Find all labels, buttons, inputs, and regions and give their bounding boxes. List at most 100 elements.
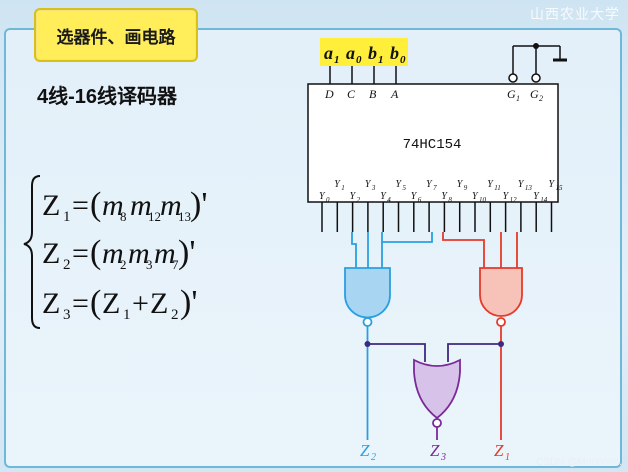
- eq2-lhs-sub: 2: [63, 257, 71, 273]
- output-pin-label-y11: Y: [487, 179, 494, 190]
- output-pin-label-y12: Y: [503, 191, 510, 202]
- left-brace: [23, 175, 41, 329]
- var-a1-sub: 1: [334, 54, 340, 66]
- pin-label-d: D: [324, 87, 334, 101]
- output-label-z1-sub: 1: [505, 452, 510, 463]
- output-pin-sub-y10: 10: [479, 196, 487, 204]
- nor-input-wires: [367, 343, 501, 362]
- output-pin-label-y10: Y: [472, 191, 479, 202]
- var-b1: b: [368, 43, 377, 63]
- output-label-z2: Z: [360, 441, 370, 460]
- eq1-lhs: Z: [42, 189, 60, 222]
- eq1-m2-sub: 12: [148, 209, 161, 224]
- output-pin-sub-y15: 15: [556, 184, 564, 192]
- eq1-m2: m: [130, 189, 152, 222]
- eq2-m3: m: [154, 237, 176, 270]
- z1-input-wires: [442, 232, 518, 268]
- eq2-m2: m: [128, 237, 150, 270]
- output-pin-sub-y6: 6: [418, 196, 422, 204]
- output-pin-sub-y13: 13: [525, 184, 533, 192]
- output-pin-label-y1: Y: [334, 179, 341, 190]
- eq3-z1: Z: [102, 287, 120, 320]
- output-pin-label-y6: Y: [411, 191, 418, 202]
- output-pin-sub-y8: 8: [448, 196, 452, 204]
- nor-gate-z3: [413, 358, 461, 428]
- input-variables: a 1 a 0 b 1 b 0: [324, 43, 406, 66]
- output-pin-sub-y9: 9: [464, 184, 468, 192]
- output-pin-sub-y1: 1: [341, 184, 345, 192]
- var-b0: b: [390, 43, 399, 63]
- eq3-z1-sub: 1: [123, 307, 131, 323]
- output-pin-sub-y4: 4: [387, 196, 391, 204]
- output-pin-label-y9: Y: [457, 179, 464, 190]
- eq2-m2-sub: 3: [146, 257, 153, 272]
- eq1-lhs-sub: 1: [63, 209, 71, 225]
- output-pin-sub-y3: 3: [371, 184, 376, 192]
- chip-input-labels: D C B A G 1 G 2: [324, 87, 543, 103]
- pin-label-g2: G: [530, 87, 539, 101]
- pin-label-b: B: [369, 87, 377, 101]
- output-pin-sub-y14: 14: [540, 196, 548, 204]
- eq1-m3: m: [160, 189, 182, 222]
- eq3-lhs: Z: [42, 287, 60, 320]
- output-label-z3-sub: 3: [440, 452, 446, 463]
- junction-dot-left: [364, 341, 371, 347]
- eq1-m1: m: [102, 189, 124, 222]
- eq2-lhs: Z: [42, 237, 60, 270]
- var-a0-sub: 0: [356, 54, 362, 66]
- output-pin-label-y13: Y: [518, 179, 525, 190]
- pin-label-g1-sub: 1: [516, 94, 520, 103]
- eq3-z2-sub: 2: [171, 307, 179, 323]
- output-pin-label-y0: Y: [319, 191, 326, 202]
- page-subtitle: 4线-16线译码器: [37, 86, 178, 108]
- output-pin-label-y7: Y: [426, 179, 433, 190]
- watermark: CSDN @Moonnnn.: [536, 457, 622, 468]
- output-pin-label-y4: Y: [380, 191, 387, 202]
- pin-label-g1: G: [507, 87, 516, 101]
- eq1-m3-sub: 13: [178, 209, 191, 224]
- eq2-m3-sub: 7: [172, 257, 179, 272]
- output-label-z3: Z: [430, 441, 440, 460]
- output-label-z2-sub: 2: [371, 452, 376, 463]
- eq3-equals: =: [72, 287, 89, 320]
- eq1-m1-sub: 8: [120, 209, 127, 224]
- pin-label-g2-sub: 2: [539, 94, 543, 103]
- eq2-open-paren: (: [90, 234, 101, 271]
- input-pins: [329, 66, 397, 84]
- output-pin-label-y14: Y: [533, 191, 540, 202]
- eq2-close-paren: )': [178, 234, 195, 271]
- eq2-equals: =: [72, 237, 89, 270]
- var-b1-sub: 1: [378, 54, 384, 66]
- output-pin-sub-y11: 11: [494, 184, 500, 192]
- variable-highlight: [320, 38, 408, 66]
- nand-gate-z2: [344, 267, 391, 327]
- var-a1: a: [324, 43, 333, 63]
- section-title: 选器件、画电路: [34, 8, 198, 62]
- eq3-lhs-sub: 3: [63, 307, 71, 323]
- chip-output-pins: [321, 202, 553, 232]
- output-pin-sub-y7: 7: [433, 184, 437, 192]
- chip-name: 74HC154: [403, 137, 462, 153]
- output-pin-sub-y5: 5: [403, 184, 407, 192]
- eq1-close-paren: )': [190, 186, 207, 223]
- output-labels: Z 2 Z 3 Z 1: [360, 441, 510, 463]
- equations: Z 1 = ( m 8 m 12 m 13 )' Z 2 = ( m 2 m 3…: [23, 175, 207, 329]
- output-pin-label-y15: Y: [549, 179, 556, 190]
- nand-gate-z1: [479, 267, 523, 327]
- junction-dot: [533, 43, 539, 49]
- equation-z2: Z 2 = ( m 2 m 3 m 7 )': [42, 234, 195, 273]
- enable-pins: [508, 45, 567, 83]
- junction-dot-right: [498, 341, 504, 347]
- output-pin-label-y8: Y: [441, 191, 448, 202]
- pin-label-c: C: [347, 87, 356, 101]
- eq1-open-paren: (: [90, 186, 101, 223]
- eq1-equals: =: [72, 189, 89, 222]
- output-pin-label-y5: Y: [396, 179, 403, 190]
- z2-input-wires: [351, 232, 433, 268]
- output-pin-label-y2: Y: [350, 191, 357, 202]
- output-pin-label-y3: Y: [365, 179, 372, 190]
- eq3-close-paren: )': [180, 284, 197, 321]
- decoder-chip-body: [307, 83, 559, 203]
